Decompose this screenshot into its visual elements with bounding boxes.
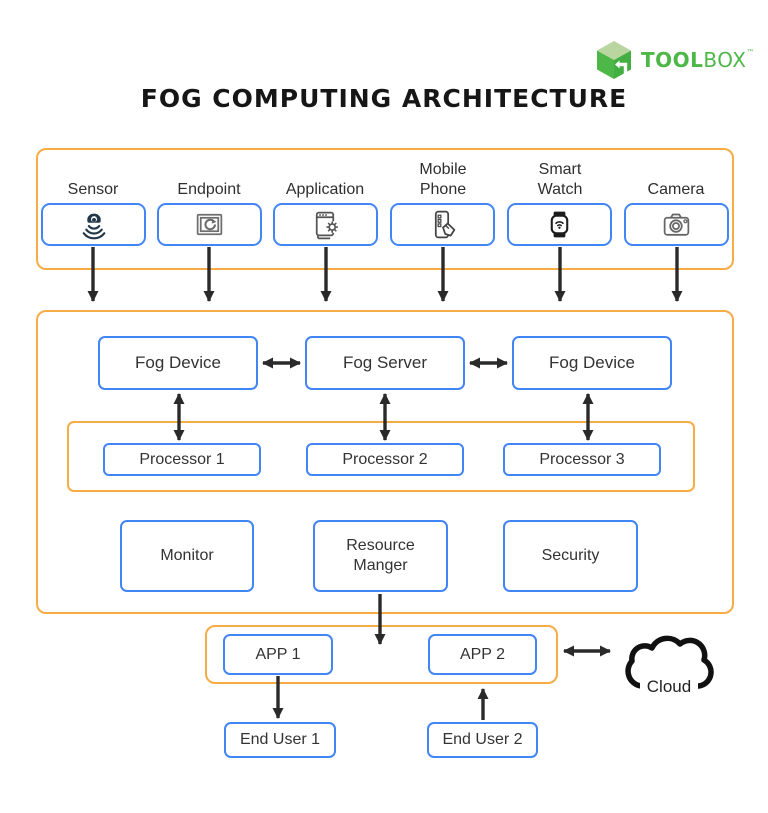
endpoint-icon: [196, 213, 223, 236]
device-label-application: Application: [285, 181, 365, 198]
security-box: Security: [503, 520, 638, 592]
app-1-box: APP 1: [223, 634, 333, 675]
camera-icon: [663, 213, 690, 236]
sensor-icon: [82, 213, 106, 240]
mobile-phone-icon: [434, 210, 456, 239]
device-layer-box: [36, 148, 734, 270]
processor-3-box: Processor 3: [503, 443, 661, 476]
smart-watch-device-box: [507, 203, 612, 246]
device-label-smart-watch: Smart Watch: [537, 161, 583, 198]
endpoint-device-box: [157, 203, 262, 246]
cloud-shape: [610, 620, 730, 700]
cloud-icon: [625, 635, 714, 689]
device-label-sensor: Sensor: [67, 181, 119, 198]
smart-watch-icon: [550, 211, 569, 238]
device-label-mobile-phone: Mobile Phone: [419, 161, 467, 198]
end-user-1-box: End User 1: [224, 722, 336, 758]
fog-device-1-box: Fog Device: [98, 336, 258, 390]
device-label-endpoint: Endpoint: [177, 181, 241, 198]
trademark: ™: [746, 48, 755, 57]
application-icon: [315, 211, 339, 240]
brand-light: BOX: [703, 48, 747, 72]
toolbox-cube-icon: [597, 41, 631, 79]
device-label-camera: Camera: [647, 181, 705, 198]
fog-server-box: Fog Server: [305, 336, 465, 390]
page-title: FOG COMPUTING ARCHITECTURE: [140, 84, 628, 113]
processor-1-box: Processor 1: [103, 443, 261, 476]
toolbox-logo: TOOLBOX™: [594, 40, 755, 80]
toolbox-wordmark: TOOLBOX™: [641, 48, 755, 72]
application-device-box: [273, 203, 378, 246]
app-2-box: APP 2: [428, 634, 537, 675]
sensor-device-box: [41, 203, 146, 246]
monitor-box: Monitor: [120, 520, 254, 592]
brand-bold: TOOL: [641, 48, 704, 72]
fog-device-2-box: Fog Device: [512, 336, 672, 390]
cloud-label: Cloud: [640, 676, 698, 697]
end-user-2-box: End User 2: [427, 722, 538, 758]
camera-device-box: [624, 203, 729, 246]
mobile-phone-device-box: [390, 203, 495, 246]
resource-manager-box: Resource Manger: [313, 520, 448, 592]
processor-2-box: Processor 2: [306, 443, 464, 476]
